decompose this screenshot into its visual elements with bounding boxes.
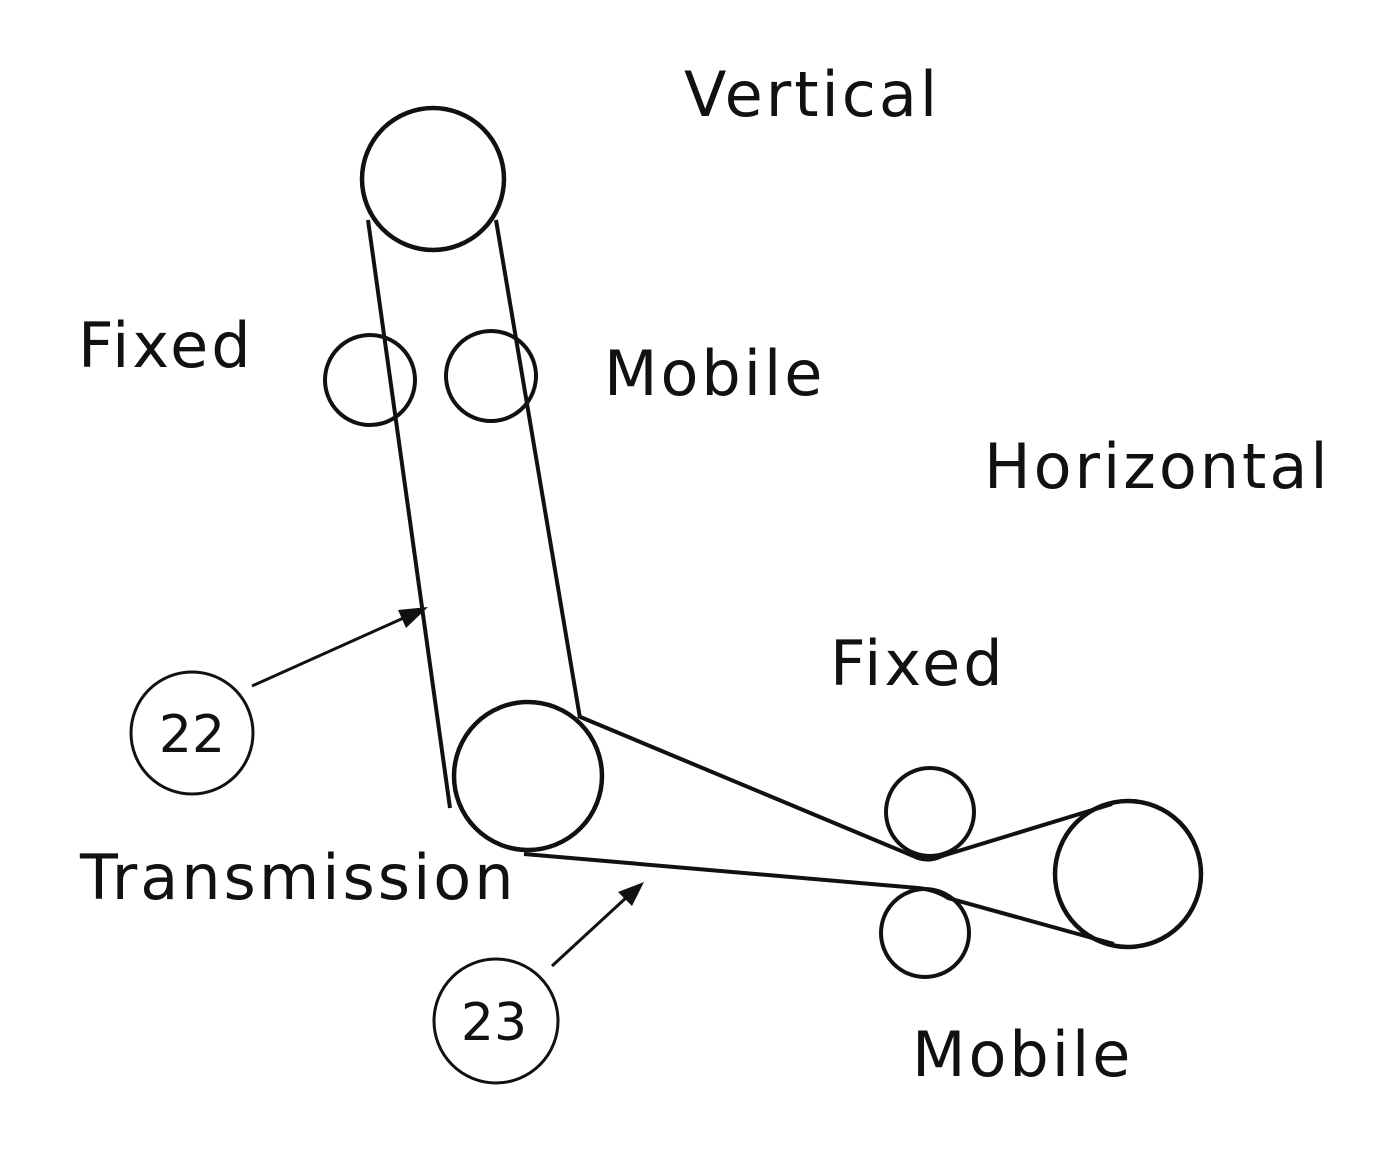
vertical-belt-right-run — [494, 219, 582, 719]
callout-22-arrow-shaft — [251, 614, 409, 688]
callout-23-circle — [432, 957, 560, 1085]
mobile-roller-top — [444, 329, 538, 423]
label-fixed-top: Fixed — [78, 309, 254, 382]
top-pulley — [359, 105, 507, 253]
vertical-belt-left-run — [366, 219, 452, 809]
horizontal-belt-upper-run — [577, 714, 1113, 862]
callout-23-arrow-shaft — [550, 894, 630, 968]
callout-22-arrowhead-icon — [398, 607, 428, 628]
label-horizontal: Horizontal — [984, 430, 1331, 503]
callout-22: 22 — [129, 607, 428, 796]
fixed-roller-bottom — [884, 766, 976, 858]
label-mobile-bottom: Mobile — [912, 1018, 1133, 1091]
mobile-roller-bottom — [879, 887, 971, 979]
fixed-roller-top — [323, 333, 417, 427]
callout-23-number: 23 — [461, 993, 527, 1053]
label-mobile-top: Mobile — [604, 337, 825, 410]
label-transmission: Transmission — [79, 841, 517, 914]
callout-22-circle — [129, 670, 255, 796]
callout-22-number: 22 — [159, 705, 225, 765]
callout-23: 23 — [432, 882, 644, 1085]
label-vertical: Vertical — [684, 58, 940, 131]
horizontal-belt-lower-run — [523, 852, 1115, 946]
right-pulley — [1052, 798, 1204, 950]
callout-23-arrowhead-icon — [618, 882, 644, 906]
vertical-belt — [366, 219, 582, 809]
transmission-pulley — [451, 699, 605, 853]
label-fixed-bottom: Fixed — [830, 627, 1006, 700]
